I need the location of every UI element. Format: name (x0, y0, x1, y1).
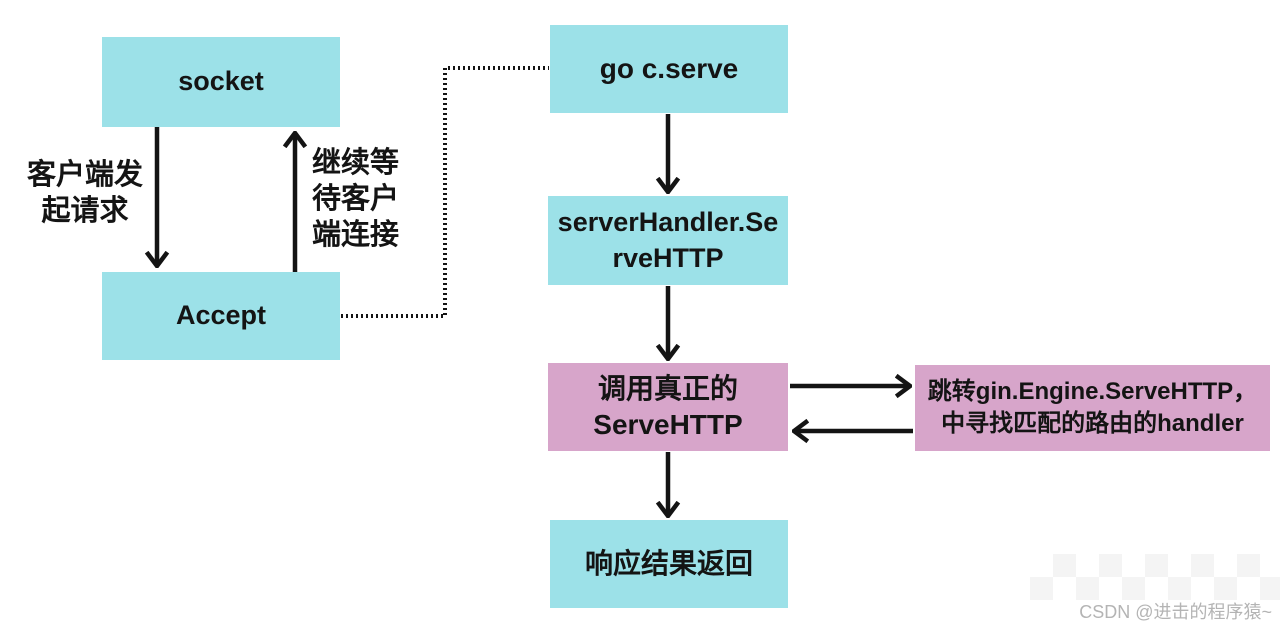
node-serverhandler-servehttp: serverHandler.ServeHTTP (548, 196, 788, 285)
edge-label-keep-waiting: 继续等 待客户 端连接 (311, 147, 399, 251)
node-gin-engine-servehttp: 跳转gin.Engine.ServeHTTP， 中寻找匹配的路由的handler (915, 365, 1270, 451)
node-go-c-serve: go c.serve (550, 25, 788, 113)
node-response-return: 响应结果返回 (550, 520, 788, 608)
watermark-text: CSDN @进击的程序猿~ (1079, 602, 1272, 622)
node-accept: Accept (102, 272, 340, 360)
node-call-real-servehttp: 调用真正的 ServeHTTP (548, 363, 788, 451)
watermark-mosaic-blur (1030, 554, 1280, 600)
edge-label-client-request: 客户端发 起请求 (26, 159, 143, 227)
node-socket: socket (102, 37, 340, 127)
